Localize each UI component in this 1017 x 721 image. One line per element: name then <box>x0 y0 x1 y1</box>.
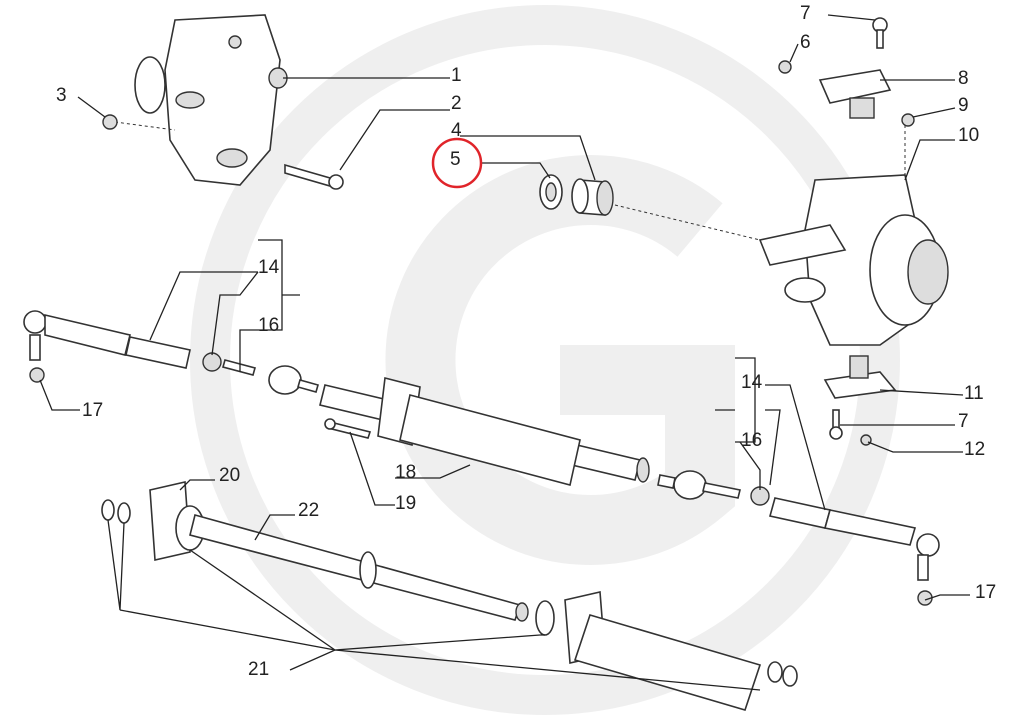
bushing-4 <box>571 178 614 216</box>
seal-5 <box>539 174 563 210</box>
callout-2: 2 <box>451 93 462 114</box>
nut-3 <box>102 114 118 130</box>
tie-rod-left <box>23 310 319 395</box>
highlight-circle <box>431 137 483 189</box>
bolt-19 <box>324 418 372 439</box>
callout-22: 22 <box>298 500 320 521</box>
callout-10: 10 <box>958 125 980 146</box>
callout-9: 9 <box>958 95 969 116</box>
bolt-2 <box>284 163 344 190</box>
callout-12: 12 <box>964 439 986 460</box>
callout-3: 3 <box>56 85 67 106</box>
callout-21: 21 <box>248 659 270 680</box>
callout-17-right: 17 <box>975 582 997 603</box>
steering-knuckle-right <box>758 174 949 346</box>
callout-14-left: 14 <box>258 257 280 278</box>
tie-rod-right <box>657 470 940 606</box>
nut-9 <box>901 113 915 127</box>
callout-16-left: 16 <box>258 315 280 336</box>
nut-6 <box>778 60 792 74</box>
steering-cylinder-18 <box>319 376 650 486</box>
callout-5: 5 <box>450 149 461 170</box>
callout-17-left: 17 <box>82 400 104 421</box>
callout-19: 19 <box>395 493 417 514</box>
bolt-7-bottom <box>829 409 843 440</box>
callout-1: 1 <box>451 65 462 86</box>
callout-6: 6 <box>800 32 811 53</box>
callout-8: 8 <box>958 68 969 89</box>
callout-11: 11 <box>964 383 984 404</box>
callout-20: 20 <box>219 465 241 486</box>
bracket-11 <box>823 355 897 399</box>
nut-12 <box>860 434 872 446</box>
callout-4: 4 <box>451 120 462 141</box>
bracket-8 <box>818 69 892 119</box>
callout-14-right: 14 <box>741 372 763 393</box>
callout-7-bottom: 7 <box>958 411 969 432</box>
watermark-logo <box>190 5 900 715</box>
steering-knuckle-left <box>134 14 288 186</box>
callout-18: 18 <box>395 462 417 483</box>
callout-7-top: 7 <box>800 3 811 24</box>
leader-lines <box>39 14 970 691</box>
bolt-7-top <box>872 17 888 49</box>
callout-16-right: 16 <box>741 430 763 451</box>
